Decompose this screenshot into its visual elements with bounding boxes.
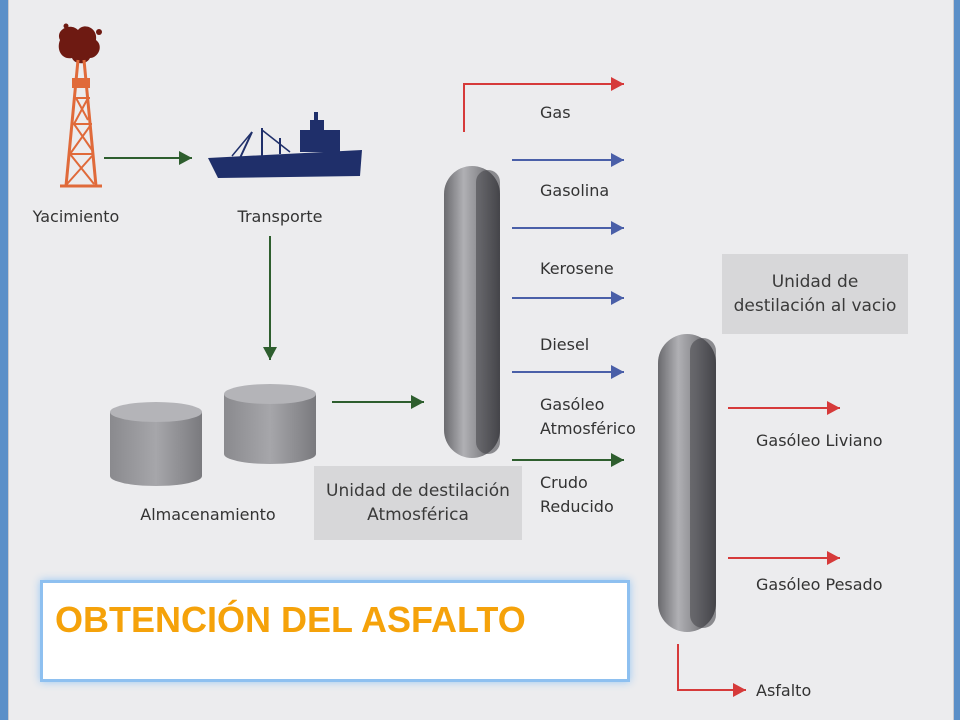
label-transporte: Transporte bbox=[237, 207, 323, 226]
arrow-product-gas bbox=[463, 77, 624, 132]
arrow-yacimiento-to-transporte bbox=[104, 151, 192, 165]
storage-tank-icon bbox=[110, 402, 202, 486]
unidad-vacio-line-2: destilación al vacio bbox=[733, 296, 897, 316]
storage-tank-icon bbox=[224, 384, 316, 464]
ship-icon bbox=[208, 112, 362, 178]
atmospheric-product-label: Gasolina bbox=[540, 181, 609, 200]
right-edge-band bbox=[952, 0, 960, 720]
unidad-atmosferica-line-2: Atmosférica bbox=[367, 505, 469, 525]
atmospheric-product-label: Gas bbox=[540, 103, 571, 122]
unidad-destilacion-vacio-box: Unidad de destilación al vacio bbox=[722, 254, 908, 334]
arrow-product-6 bbox=[512, 453, 624, 467]
label-almacenamiento: Almacenamiento bbox=[140, 505, 275, 524]
atmospheric-product-label: Atmosférico bbox=[540, 419, 636, 438]
arrow-product-3 bbox=[512, 221, 624, 235]
vacuum-product-label: Gasóleo Pesado bbox=[756, 575, 883, 594]
unidad-vacio-line-1: Unidad de bbox=[771, 272, 859, 292]
distillation-column-icon bbox=[658, 334, 716, 632]
atmospheric-product-label: Gasóleo bbox=[540, 395, 604, 414]
atmospheric-product-labels: GasGasolinaKeroseneDieselGasóleoAtmosfér… bbox=[540, 103, 636, 516]
atmospheric-product-label: Diesel bbox=[540, 335, 589, 354]
arrow-vacuum-product-1 bbox=[728, 401, 840, 415]
left-edge-band bbox=[0, 0, 8, 720]
slide-title: OBTENCIÓN DEL ASFALTO bbox=[55, 599, 526, 640]
atmospheric-product-label: Crudo bbox=[540, 473, 588, 492]
oil-derrick-icon bbox=[58, 23, 102, 188]
distillation-column-icon bbox=[444, 166, 500, 458]
arrow-product-5 bbox=[512, 365, 624, 379]
arrow-vacuum-product-2 bbox=[728, 551, 840, 565]
vacuum-product-label: Gasóleo Liviano bbox=[756, 431, 883, 450]
arrow-product-4 bbox=[512, 291, 624, 305]
flow-arrows bbox=[104, 77, 840, 697]
slide-title-box: OBTENCIÓN DEL ASFALTO bbox=[40, 580, 630, 682]
arrow-transporte-to-almacenamiento bbox=[263, 236, 277, 360]
vacuum-product-label: Asfalto bbox=[756, 681, 811, 700]
label-yacimiento: Yacimiento bbox=[32, 207, 120, 226]
unidad-atmosferica-line-1: Unidad de destilación bbox=[326, 481, 510, 501]
atmospheric-product-label: Reducido bbox=[540, 497, 614, 516]
unidad-destilacion-atmosferica-box: Unidad de destilación Atmosférica bbox=[314, 466, 522, 540]
arrow-product-2 bbox=[512, 153, 624, 167]
atmospheric-product-label: Kerosene bbox=[540, 259, 614, 278]
arrow-vacuum-product-asfalto bbox=[677, 644, 746, 697]
arrow-almacenamiento-to-unidad bbox=[332, 395, 424, 409]
